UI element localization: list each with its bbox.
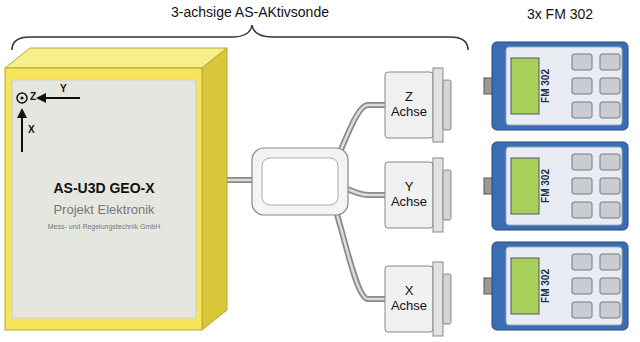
axis-label: Y [60, 83, 67, 94]
axis-connector: Y Achse [385, 162, 433, 228]
axis-label: Z [30, 91, 36, 102]
connector-plug [385, 262, 451, 336]
brace [12, 25, 468, 50]
connector-plug [385, 68, 451, 142]
meter-device [484, 142, 628, 230]
meter-device: FM 302 [492, 142, 628, 230]
fm302-devices [484, 42, 628, 330]
probe-text: Projekt Elektronik [53, 202, 154, 217]
meter-device: FM 302 [492, 42, 628, 130]
probe-box: AS-U3D GEO-X Projekt ElektronikMess- und … [12, 80, 196, 318]
group-label: 3x FM 302 [510, 6, 610, 22]
meter-device [484, 242, 628, 330]
axis-label: X [28, 124, 35, 135]
meter-device [484, 42, 628, 130]
meter-device: FM 302 [492, 242, 628, 330]
axis-name: Z Achse [391, 90, 427, 120]
axis-connector: Z Achse [385, 72, 433, 138]
axis-connector: X Achse [385, 266, 433, 332]
probe-cube [5, 48, 227, 330]
probe-text: Mess- und Regelungstechnik GmbH [48, 223, 160, 230]
probe-text: AS-U3D GEO-X [53, 180, 154, 196]
device-name: FM 302 [540, 269, 551, 303]
hub-box [252, 148, 348, 215]
axis-name: Y Achse [391, 180, 427, 210]
connector-plug [385, 158, 451, 232]
diagram-title: 3-achsige AS-AKtivsonde [150, 4, 350, 20]
device-name: FM 302 [540, 69, 551, 103]
axis-name: X Achse [391, 284, 427, 314]
device-name: FM 302 [540, 169, 551, 203]
